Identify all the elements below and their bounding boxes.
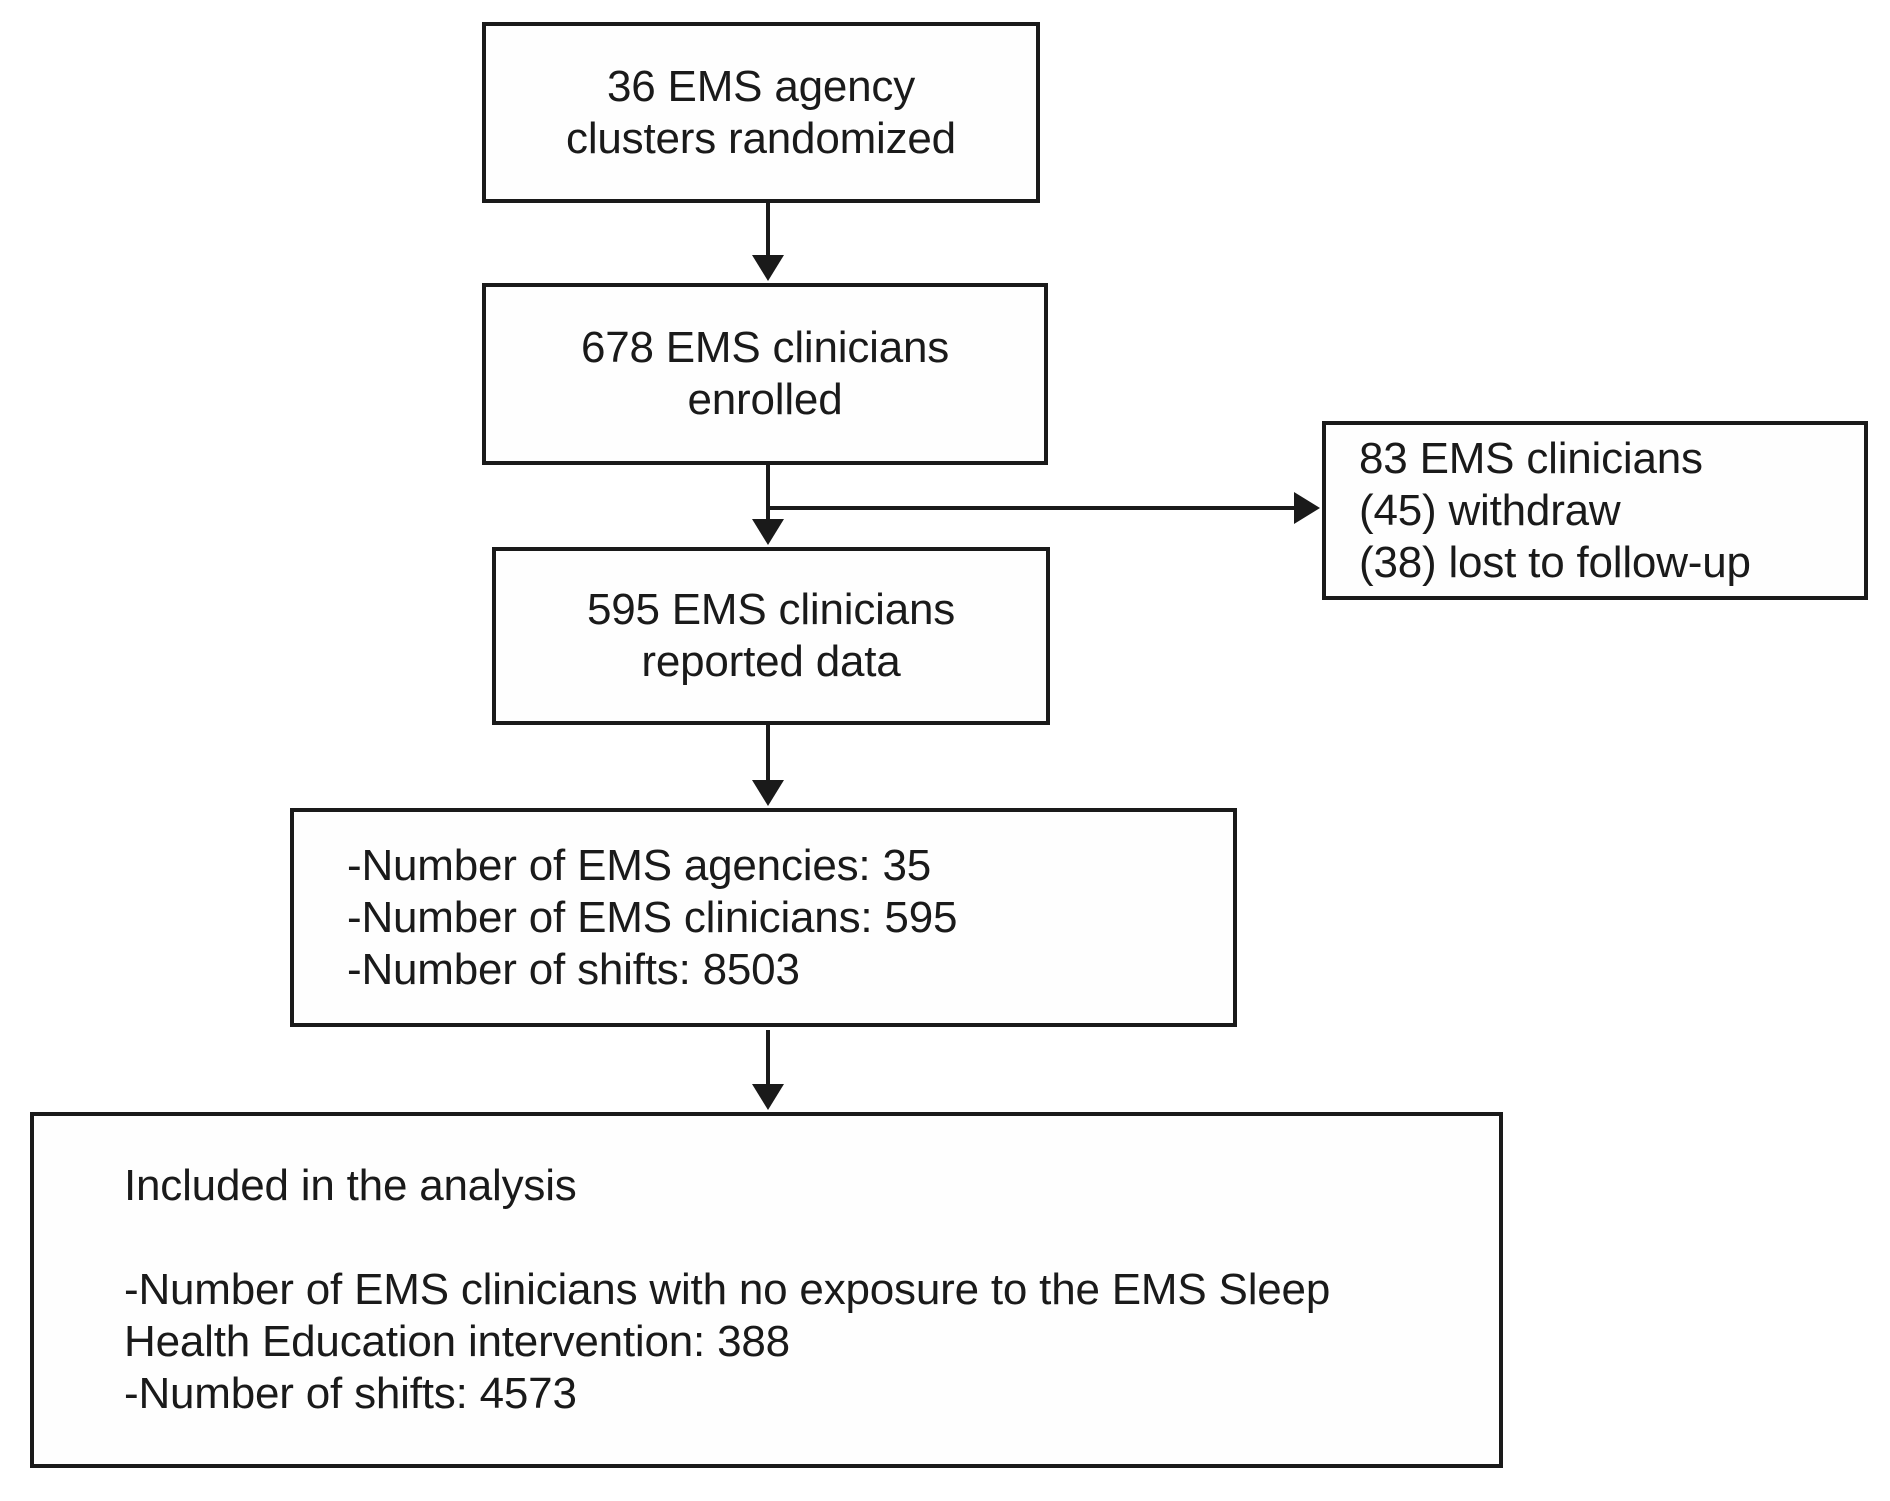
arrow-enrolled-to-reported-line <box>766 465 770 521</box>
box-text-line: -Number of EMS clinicians with no exposu… <box>124 1265 1331 1314</box>
arrow-enrolled-to-reported-head-icon <box>752 519 784 545</box>
box-text-line: (38) lost to follow-up <box>1359 537 1751 587</box>
arrow-counts-to-analysis-line <box>766 1030 770 1086</box>
arrow-counts-to-analysis-head-icon <box>752 1084 784 1110</box>
box-text-line: clusters randomized <box>566 113 956 163</box>
arrow-branch-to-withdrawn-line <box>766 506 1294 510</box>
arrow-reported-to-counts-line <box>766 725 770 782</box>
counts-box: -Number of EMS agencies: 35-Number of EM… <box>290 808 1237 1027</box>
box-text-line: Included in the analysis <box>124 1161 577 1210</box>
withdrawn-box: 83 EMS clinicians(45) withdraw(38) lost … <box>1322 421 1868 600</box>
included-in-analysis-box: Included in the analysis -Number of EMS … <box>30 1112 1503 1468</box>
box-text-line: reported data <box>641 637 901 686</box>
arrow-randomized-to-enrolled-line <box>766 203 770 257</box>
box-text-line <box>124 1212 136 1264</box>
box-text-line: (45) withdraw <box>1359 485 1621 535</box>
box-text-line: Health Education intervention: 388 <box>124 1317 790 1366</box>
box-text-line: 83 EMS clinicians <box>1359 433 1703 483</box>
box-text-line: -Number of shifts: 8503 <box>347 944 800 994</box>
box-text-line: -Number of EMS clinicians: 595 <box>347 892 958 942</box>
box-text-line: 678 EMS clinicians <box>580 323 950 372</box>
arrow-reported-to-counts-head-icon <box>752 780 784 806</box>
box-text-line: 36 EMS agency <box>606 61 916 111</box>
arrow-branch-to-withdrawn-head-icon <box>1294 492 1320 524</box>
box-text-line: enrolled <box>687 375 843 424</box>
box-text-line: -Number of shifts: 4573 <box>124 1369 577 1418</box>
arrow-randomized-to-enrolled-head-icon <box>752 255 784 281</box>
box-text-line: 595 EMS clinicians <box>586 585 956 634</box>
box-text-line: -Number of EMS agencies: 35 <box>347 840 931 890</box>
